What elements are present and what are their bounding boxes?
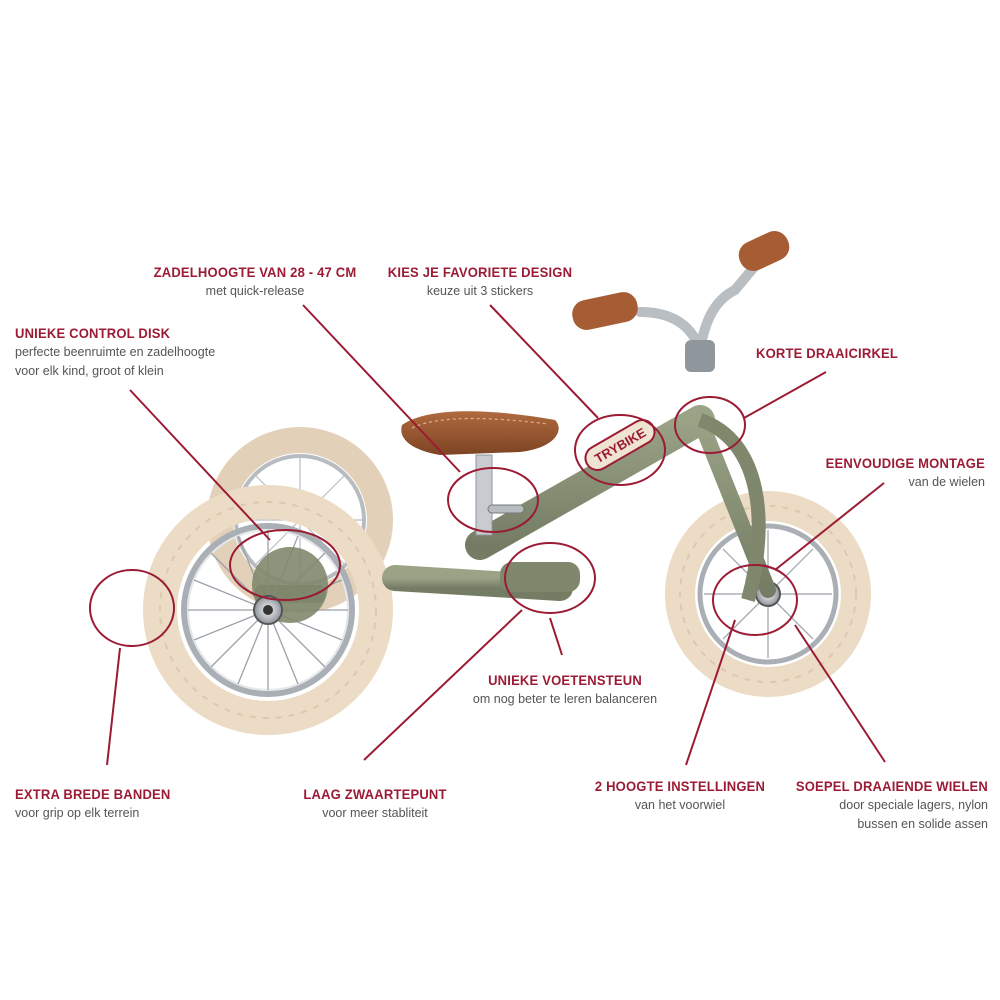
handlebar xyxy=(572,231,790,372)
callout-saddle-height: ZADELHOOGTE VAN 28 - 47 CM met quick-rel… xyxy=(120,262,390,301)
callout-description: van de wielen xyxy=(908,475,985,489)
rear-wheel-near xyxy=(143,485,393,735)
callout-turning-circle: KORTE DRAAICIRKEL xyxy=(756,343,916,363)
saddle xyxy=(401,411,559,455)
callout-title: UNIEKE CONTROL DISK xyxy=(15,325,171,341)
callout-easy-mount: EENVOUDIGE MONTAGE van de wielen xyxy=(760,453,985,492)
callout-description-line-2: voor elk kind, groot of klein xyxy=(15,364,164,378)
callout-smooth-wheels: SOEPEL DRAAIENDE WIELEN door speciale la… xyxy=(760,776,988,834)
callout-title: EENVOUDIGE MONTAGE xyxy=(825,455,985,471)
callout-description: van het voorwiel xyxy=(634,798,726,812)
callout-description-line-1: door speciale lagers, nylon xyxy=(839,798,988,812)
callout-title: ZADELHOOGTE VAN 28 - 47 CM xyxy=(153,264,357,280)
callout-footrest: UNIEKE VOETENSTEUN om nog beter te leren… xyxy=(440,670,690,709)
callout-height-settings: 2 HOOGTE INSTELLINGEN van het voorwiel xyxy=(580,776,780,815)
callout-description: om nog beter te leren balanceren xyxy=(472,692,658,706)
saddle-stitch xyxy=(411,417,549,429)
callout-title: SOEPEL DRAAIENDE WIELEN xyxy=(795,778,988,794)
callout-annotations xyxy=(89,304,886,766)
quick-release xyxy=(487,504,525,514)
seat-post xyxy=(475,454,493,536)
callout-title: LAAG ZWAARTEPUNT xyxy=(303,786,447,802)
callout-title: KIES JE FAVORIETE DESIGN xyxy=(387,264,573,280)
fork xyxy=(697,413,766,602)
callout-title: UNIEKE VOETENSTEUN xyxy=(488,672,642,688)
callout-low-gravity: LAAG ZWAARTEPUNT voor meer stabliteit xyxy=(270,784,480,823)
callout-title: 2 HOOGTE INSTELLINGEN xyxy=(594,778,766,794)
callout-wide-tires: EXTRA BREDE BANDEN voor grip op elk terr… xyxy=(15,784,245,823)
callout-description-line-2: bussen en solide assen xyxy=(857,817,988,831)
callout-description: voor meer stabliteit xyxy=(322,806,428,820)
callout-design: KIES JE FAVORIETE DESIGN keuze uit 3 sti… xyxy=(365,262,595,301)
callout-description: met quick-release xyxy=(205,284,305,298)
callout-description: voor grip op elk terrein xyxy=(15,806,140,820)
footrest xyxy=(500,562,580,592)
callout-control-disk: UNIEKE CONTROL DISK perfecte beenruimte … xyxy=(15,323,275,381)
callout-title: EXTRA BREDE BANDEN xyxy=(15,786,171,802)
callout-description: keuze uit 3 stickers xyxy=(426,284,534,298)
callout-title: KORTE DRAAICIRKEL xyxy=(756,345,899,361)
callout-description-line-1: perfecte beenruimte en zadelhoogte xyxy=(15,345,216,359)
